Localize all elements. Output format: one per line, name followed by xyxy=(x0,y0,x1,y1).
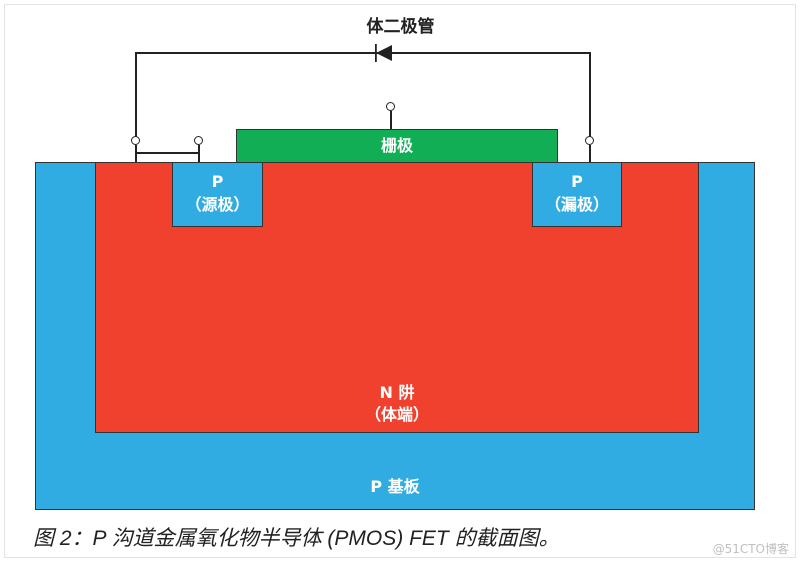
nwell-label-line2: （体端） xyxy=(364,405,429,424)
body-source-strap xyxy=(135,152,199,154)
source-label-line1: P xyxy=(211,172,224,191)
diode-icon xyxy=(375,44,392,62)
substrate-label: P 基板 xyxy=(370,477,420,496)
gate-label: 栅极 xyxy=(380,136,413,155)
body-terminal-lead xyxy=(135,145,137,162)
gate xyxy=(236,129,558,163)
body-terminal xyxy=(131,136,140,145)
gate-terminal-lead xyxy=(390,111,392,129)
nwell-label-line1: N 阱 xyxy=(379,383,415,402)
figure-caption: 图 2：P 沟道金属氧化物半导体 (PMOS) FET 的截面图。 xyxy=(33,527,560,550)
diode-wire-right xyxy=(589,52,591,137)
watermark: @51CTO博客 xyxy=(712,542,789,556)
diode-wire-left xyxy=(135,52,137,137)
source-terminal xyxy=(194,136,203,145)
drain-terminal-lead xyxy=(589,145,591,162)
drain-p-region xyxy=(532,162,622,227)
source-terminal-lead xyxy=(198,145,200,162)
body-diode-title: 体二极管 xyxy=(366,17,435,37)
drain-label-line2: （漏极） xyxy=(544,195,609,214)
source-p-region xyxy=(172,162,263,227)
drain-terminal xyxy=(585,136,594,145)
diode-wire-top xyxy=(135,52,590,54)
gate-terminal xyxy=(386,102,395,111)
drain-label-line1: P xyxy=(571,172,583,191)
source-label-line2: （源极） xyxy=(185,195,250,214)
